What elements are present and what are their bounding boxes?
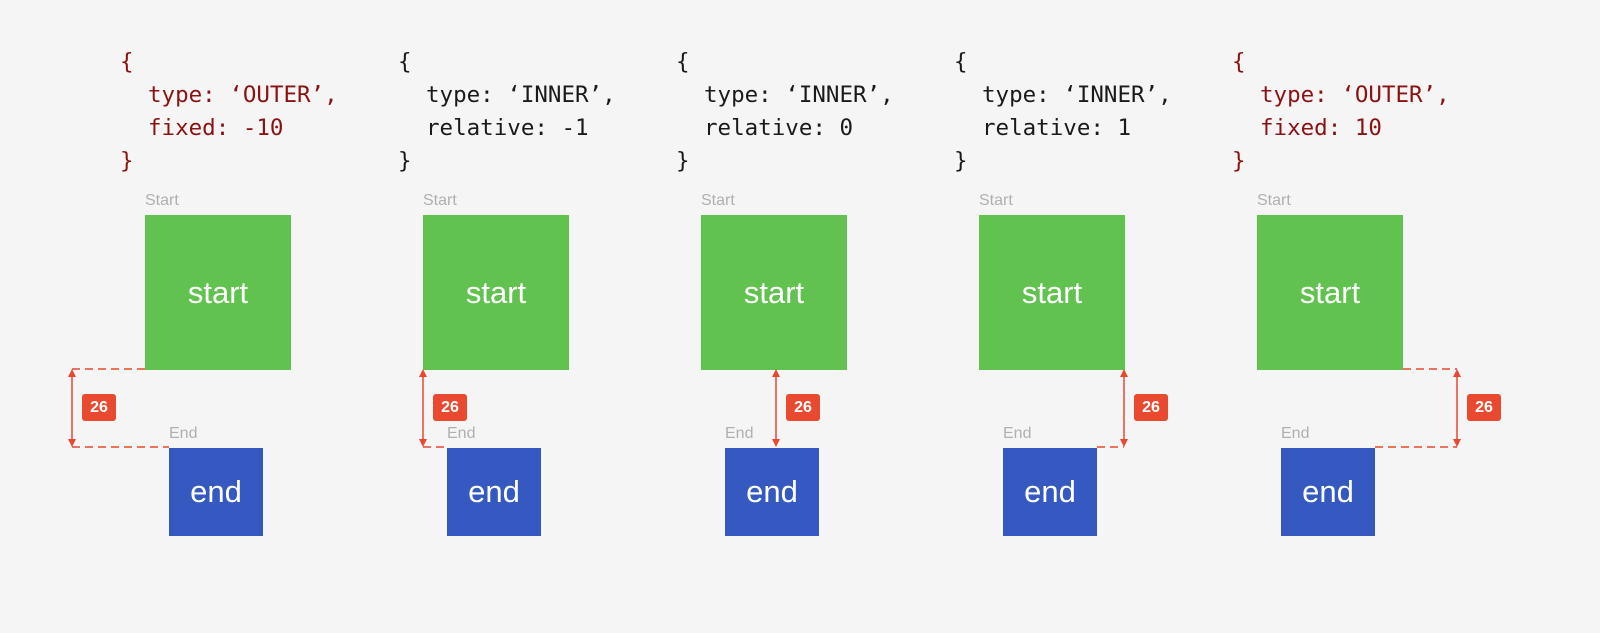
start-box: start	[423, 215, 569, 370]
code-type-line: type: ‘INNER’,	[426, 82, 616, 108]
config-code: { type: ‘OUTER’, fixed: -10}	[120, 46, 338, 178]
panel-inner-relative-1: {type: ‘INNER’,relative: 1} Start start …	[954, 0, 1232, 633]
end-box: end	[447, 448, 541, 536]
start-caption: Start	[145, 192, 179, 209]
arrow-down	[1453, 439, 1461, 447]
code-type-line: type: ‘OUTER’,	[1260, 82, 1450, 108]
end-caption: End	[725, 425, 754, 442]
arrow-up	[1120, 369, 1128, 377]
gap-value-badge: 26	[1134, 394, 1168, 421]
config-code: { type: ‘OUTER’, fixed: 10}	[1232, 46, 1450, 178]
arrow-up	[1453, 369, 1461, 377]
arrow-up	[419, 369, 427, 377]
gap-measure-lines	[1375, 368, 1461, 448]
panel-inner-relative-minus-1: { type: ‘INNER’, relative: -1} Start start…	[398, 0, 676, 633]
code-open-brace: {	[1232, 49, 1246, 75]
code-close-brace: }	[954, 148, 968, 174]
code-open-brace: {	[398, 49, 412, 75]
code-type-line: type: ‘INNER’,	[982, 82, 1172, 108]
end-box: end	[1003, 448, 1097, 536]
config-code: { type: ‘INNER’, relative: -1}	[398, 46, 616, 178]
start-caption: Start	[701, 192, 735, 209]
arrow-down	[1120, 439, 1128, 447]
code-open-brace: {	[676, 49, 690, 75]
code-offset-line: relative: 0	[704, 115, 854, 141]
end-box: end	[169, 448, 263, 536]
arrow-down	[772, 439, 780, 447]
config-code: { type: ‘INNER’, relative: 1}	[954, 46, 1172, 178]
end-caption: End	[1003, 425, 1032, 442]
panel-inner-relative-0: {type: ‘INNER’,relative: 0} Start start …	[676, 0, 954, 633]
end-box: end	[725, 448, 819, 536]
arrow-up	[772, 369, 780, 377]
code-offset-line: fixed: -10	[148, 115, 284, 141]
gap-measure-lines	[68, 368, 169, 448]
start-caption: Start	[1257, 192, 1291, 209]
code-close-brace: }	[676, 148, 690, 174]
code-open-brace: {	[120, 49, 134, 75]
gap-measure-lines	[772, 369, 780, 447]
start-caption: Start	[423, 192, 457, 209]
start-box: start	[701, 215, 847, 370]
end-caption: End	[1281, 425, 1310, 442]
panel-outer-fixed-minus-10: { type: ‘OUTER’, fixed: -10} Start start E…	[68, 0, 398, 633]
end-box: end	[1281, 448, 1375, 536]
code-offset-line: relative: -1	[426, 115, 589, 141]
gap-measure-lines	[419, 369, 447, 448]
code-close-brace: }	[120, 148, 134, 174]
arrow-up	[68, 369, 76, 377]
gap-measure-lines	[1097, 369, 1128, 448]
start-caption: Start	[979, 192, 1013, 209]
end-caption: End	[169, 425, 198, 442]
start-box: start	[145, 215, 291, 370]
config-code: { type: ‘INNER’, relative: 0}	[676, 46, 894, 178]
start-box: start	[979, 215, 1125, 370]
arrow-down	[68, 439, 76, 447]
code-type-line: type: ‘INNER’,	[704, 82, 894, 108]
code-type-line: type: ‘OUTER’,	[148, 82, 338, 108]
gap-value-badge: 26	[433, 394, 467, 421]
code-close-brace: }	[1232, 148, 1246, 174]
code-open-brace: {	[954, 49, 968, 75]
code-offset-line: fixed: 10	[1260, 115, 1382, 141]
end-caption: End	[447, 425, 476, 442]
arrow-down	[419, 439, 427, 447]
gap-value-badge: 26	[786, 394, 820, 421]
panel-outer-fixed-10: { type: ‘OUTER’, fixed: 10} Start start En…	[1232, 0, 1510, 633]
start-box: start	[1257, 215, 1403, 370]
code-close-brace: }	[398, 148, 412, 174]
gap-value-badge: 26	[1467, 394, 1501, 421]
gap-value-badge: 26	[82, 394, 116, 421]
code-offset-line: relative: 1	[982, 115, 1132, 141]
